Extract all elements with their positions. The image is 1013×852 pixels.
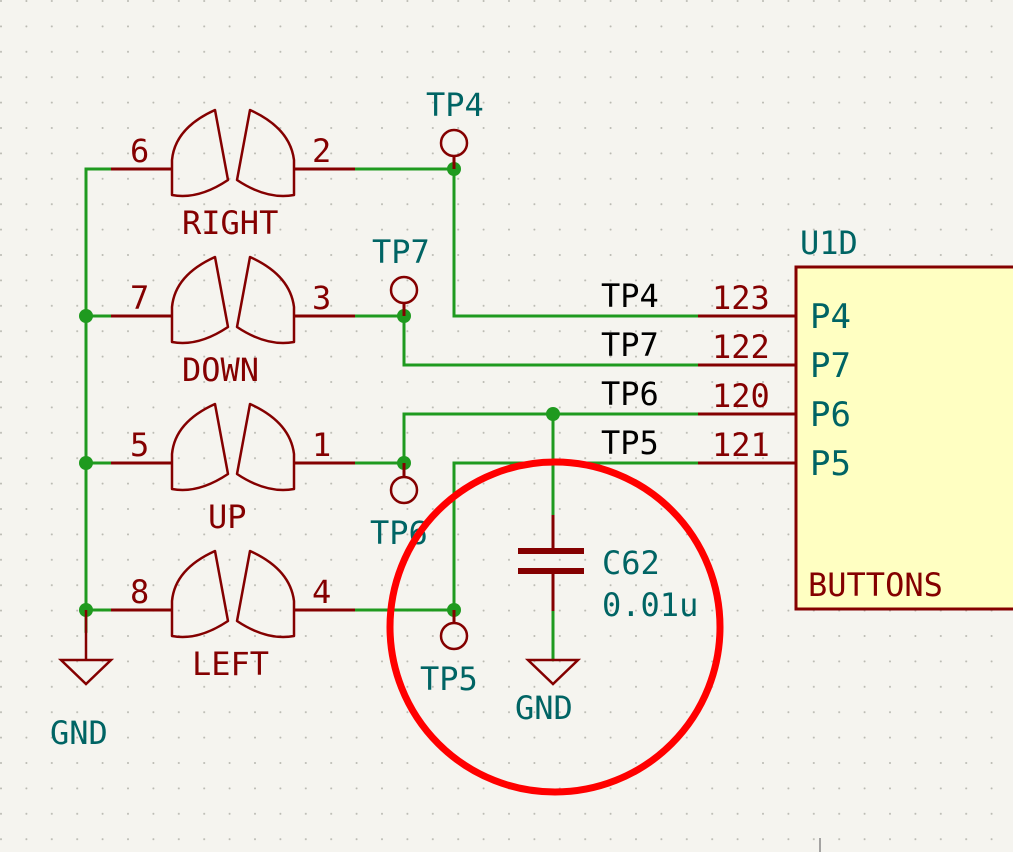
ic-port: P6	[810, 395, 851, 435]
switch-right[interactable]: 6 2 RIGHT	[111, 108, 355, 242]
highlight-circle	[386, 458, 724, 796]
capacitor-c62[interactable]: C62 0.01u	[518, 515, 698, 624]
ic-pins: 123 122 120 121	[698, 279, 796, 465]
capacitor-reference: C62	[602, 544, 660, 582]
switch-pin-left: 6	[130, 132, 149, 170]
switch-label: RIGHT	[182, 204, 278, 242]
switch-down[interactable]: 7 3 DOWN	[111, 255, 355, 389]
ic-u1d[interactable]: U1D P4 P7 P6 P5 BUTTONS	[794, 224, 1013, 611]
gnd-symbol-cap: GND	[515, 658, 582, 727]
test-point-tp7[interactable]: TP7	[372, 233, 430, 316]
gnd-label: GND	[50, 714, 108, 752]
ic-unit-name: BUTTONS	[808, 566, 943, 604]
test-point-label: TP5	[420, 660, 478, 698]
switch-label: UP	[208, 498, 247, 536]
capacitor-value: 0.01u	[602, 586, 698, 624]
net-label: TP7	[601, 326, 659, 364]
switch-left[interactable]: 8 4 LEFT	[111, 549, 355, 683]
switch-label: LEFT	[192, 645, 269, 683]
net-labels: TP4 TP7 TP6 TP5	[601, 277, 659, 462]
junction-dot	[546, 407, 560, 421]
test-point-label: TP4	[426, 86, 484, 124]
switch-pin-left: 7	[130, 279, 149, 317]
test-point-tp5[interactable]: TP5	[420, 610, 478, 698]
switch-up[interactable]: 5 1 UP	[111, 402, 355, 536]
net-label: TP4	[601, 277, 659, 315]
switch-pin-left: 8	[130, 573, 149, 611]
ic-port: P7	[810, 346, 851, 386]
ic-pin-number: 120	[712, 377, 770, 415]
gnd-label: GND	[515, 689, 573, 727]
junction-dot	[79, 456, 93, 470]
ic-pin-number: 121	[712, 426, 770, 464]
wires	[84, 167, 700, 662]
switch-pin-right: 2	[312, 132, 331, 170]
gnd-symbol-left: GND	[50, 610, 115, 752]
ic-reference: U1D	[800, 224, 858, 262]
test-point-label: TP7	[372, 233, 430, 271]
switch-pin-right: 1	[312, 426, 331, 464]
ic-port: P5	[810, 444, 851, 484]
junction-dot	[79, 309, 93, 323]
ic-pin-number: 122	[712, 328, 770, 366]
test-point-tp4[interactable]: TP4	[426, 86, 484, 169]
ic-port: P4	[810, 297, 851, 337]
switch-pin-right: 4	[312, 573, 331, 611]
net-label: TP6	[601, 375, 659, 413]
net-label: TP5	[601, 424, 659, 462]
ic-pin-number: 123	[712, 279, 770, 317]
switch-label: DOWN	[182, 351, 259, 389]
switch-pin-left: 5	[130, 426, 149, 464]
ic-body	[794, 265, 1013, 611]
switch-pin-right: 3	[312, 279, 331, 317]
